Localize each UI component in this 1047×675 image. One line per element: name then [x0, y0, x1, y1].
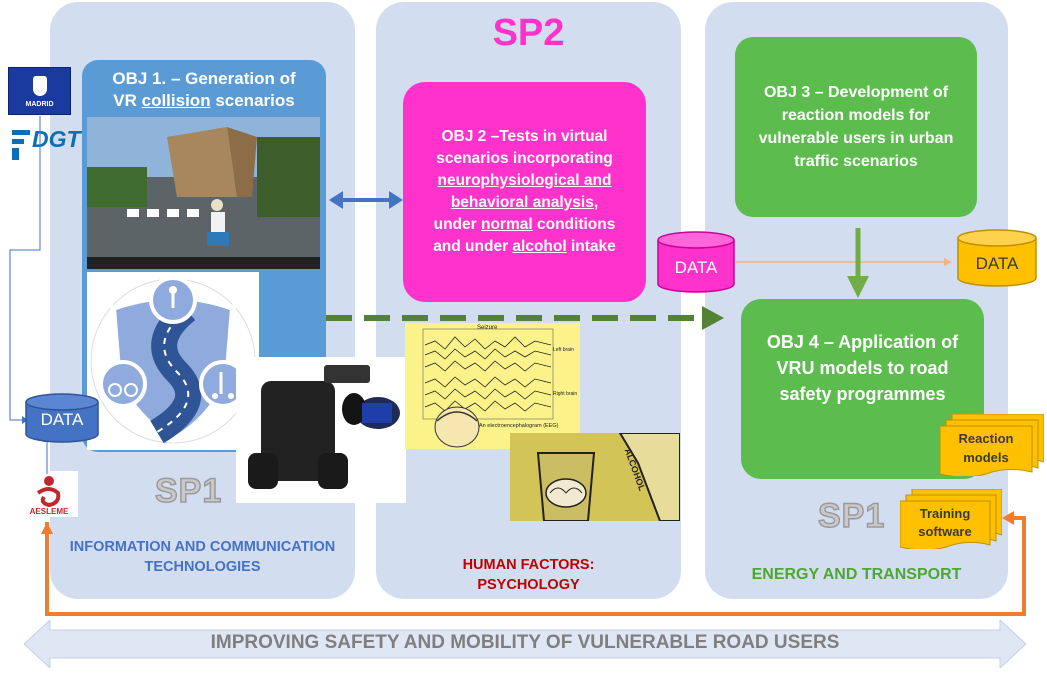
training-software-doc: Training software	[900, 489, 1002, 549]
human-factors-label: HUMAN FACTORS: PSYCHOLOGY	[462, 557, 595, 594]
eeg-image: Seizure Left brain Right brain An electr…	[405, 323, 580, 449]
energy-transport-label: ENERGY AND TRANSPORT	[751, 566, 962, 583]
aesleme-logo: AESLEME	[20, 471, 78, 517]
vr-headset-image	[236, 357, 406, 503]
data-cylinder-left: DATA	[24, 392, 100, 444]
eeg-left-brain: Left brain	[553, 347, 574, 353]
obj3-box: OBJ 3 – Development of reaction models f…	[735, 37, 977, 217]
madrid-crest-icon	[33, 76, 47, 96]
training-software-text: Training software	[918, 506, 972, 540]
madrid-logo: MADRID	[8, 67, 71, 115]
blue-arrow-right-head	[389, 191, 403, 209]
blue-arrow-left-head	[329, 191, 343, 209]
data-cylinder-middle: DATA	[656, 230, 736, 294]
obj2-box: OBJ 2 –Tests in virtual scenarios incorp…	[403, 82, 646, 302]
data-cylinder-right: DATA	[956, 228, 1038, 288]
sp1-right-label: SP1	[817, 496, 886, 536]
dgt-mark-icon	[12, 130, 30, 160]
vru-shield-illustration	[87, 272, 259, 450]
sp2-title: SP2	[492, 12, 565, 54]
banner-text: IMPROVING SAFETY AND MOBILITY OF VULNERA…	[210, 632, 840, 653]
data-middle-label: DATA	[674, 258, 718, 277]
reaction-models-text: Reaction models	[958, 431, 1014, 465]
eeg-caption: An electroencephalogram (EEG)	[479, 423, 559, 429]
obj1-line2: VR collision scenarios	[113, 91, 295, 111]
madrid-logo-text: MADRID	[25, 101, 54, 108]
data-left-label: DATA	[40, 410, 84, 429]
obj1-line1: OBJ 1. – Generation of	[112, 69, 296, 88]
alcohol-image: ALCOHOL	[510, 433, 680, 521]
obj1-text: OBJ 1. – Generation of VR collision scen…	[82, 68, 326, 112]
aesleme-logo-text: AESLEME	[29, 507, 69, 516]
bottom-banner: IMPROVING SAFETY AND MOBILITY OF VULNERA…	[24, 620, 1026, 668]
green-dashed-arrow-head	[702, 306, 724, 330]
ict-domain-label: INFORMATION AND COMMUNICATION TECHNOLOGI…	[69, 539, 336, 576]
vr-scene-image	[87, 117, 320, 269]
aesleme-figure-icon	[36, 476, 61, 508]
reaction-models-doc: Reaction models	[940, 414, 1044, 476]
green-vertical-arrow-head	[847, 276, 869, 298]
eeg-right-brain: Right brain	[553, 391, 578, 397]
data-right-label: DATA	[975, 254, 1019, 273]
eeg-title: Seizure	[477, 325, 498, 331]
sp1-left-label: SP1	[154, 471, 223, 511]
